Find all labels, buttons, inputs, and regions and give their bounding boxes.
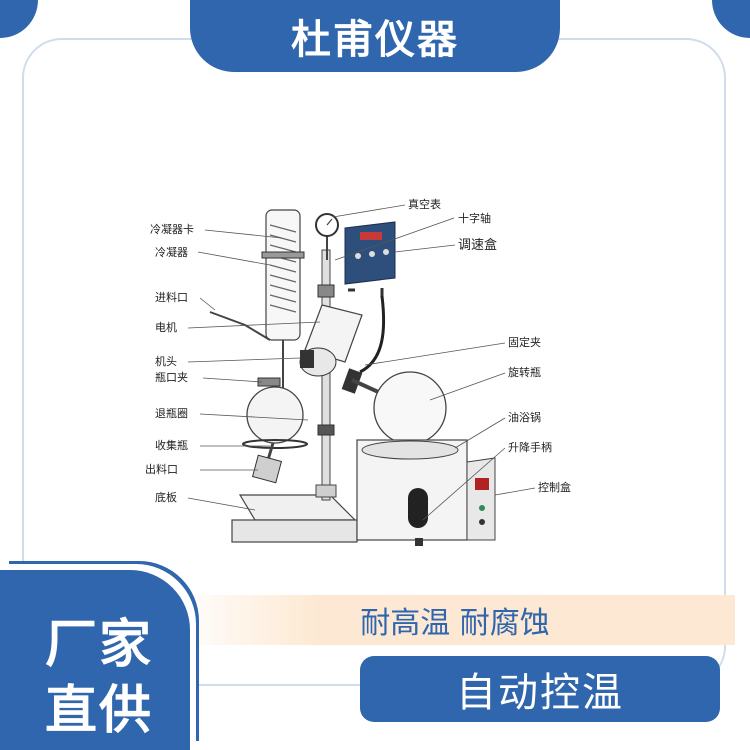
label-oil-bath: 油浴锅 xyxy=(508,410,541,424)
label-bottle-clamp: 瓶口夹 xyxy=(155,370,188,384)
label-base-plate: 底板 xyxy=(155,490,177,504)
badge-line-1: 厂家 xyxy=(45,615,154,675)
control-box xyxy=(466,457,496,541)
label-speed-box: 调速盒 xyxy=(458,237,497,253)
label-cross-shaft: 十字轴 xyxy=(458,211,491,225)
base-plate xyxy=(231,494,358,543)
feed-inlet xyxy=(209,311,271,341)
label-condenser-clamp: 冷凝器卡 xyxy=(150,222,194,236)
speed-control-box xyxy=(344,221,396,298)
vacuum-gauge xyxy=(315,213,339,260)
label-control-box: 控制盒 xyxy=(538,480,571,494)
label-rotating-flask: 旋转瓶 xyxy=(508,365,541,379)
power-cable xyxy=(359,295,386,374)
factory-direct-badge: 厂家 直供 xyxy=(0,570,190,750)
rotating-flask xyxy=(351,371,447,445)
label-feed-inlet: 进料口 xyxy=(155,290,188,304)
label-fixing-clamp: 固定夹 xyxy=(508,335,541,349)
feature-bar: 耐高温 耐腐蚀 xyxy=(175,595,735,645)
oil-bath xyxy=(356,439,468,546)
label-machine-head: 机头 xyxy=(155,354,177,368)
feature-text: 耐高温 耐腐蚀 xyxy=(360,606,550,641)
title-banner: 杜甫仪器 xyxy=(190,0,560,72)
brand-title: 杜甫仪器 xyxy=(291,17,459,63)
collection-flask xyxy=(242,340,308,449)
label-motor: 电机 xyxy=(155,320,177,334)
label-discharge-outlet: 出料口 xyxy=(145,462,178,476)
label-release-ring: 退瓶圈 xyxy=(155,406,188,420)
label-lift-handle: 升降手柄 xyxy=(508,440,552,454)
label-condenser: 冷凝器 xyxy=(155,245,188,259)
discharge-outlet xyxy=(251,442,283,484)
pill-text: 自动控温 xyxy=(456,670,624,716)
badge-line-2: 直供 xyxy=(45,681,154,741)
leader-lines xyxy=(187,204,536,521)
label-vacuum-gauge: 真空表 xyxy=(408,197,441,211)
label-collection-flask: 收集瓶 xyxy=(155,438,188,452)
auto-temp-pill: 自动控温 xyxy=(360,656,720,722)
condenser xyxy=(261,209,305,341)
